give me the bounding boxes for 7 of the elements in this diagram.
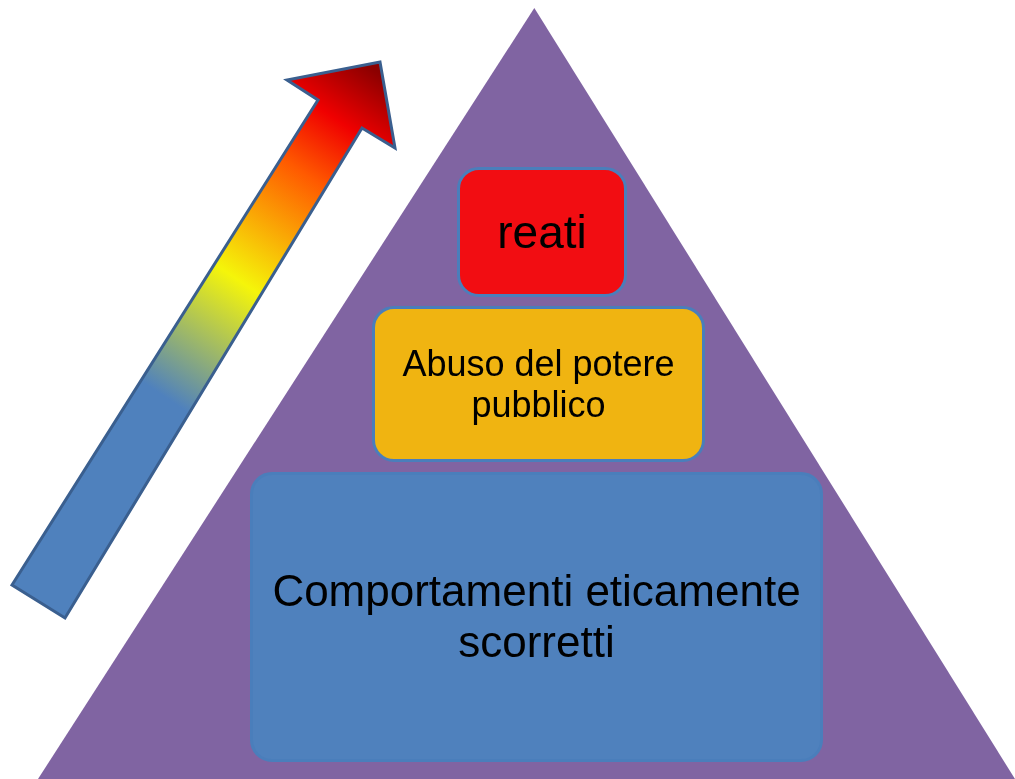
level-box: [372, 306, 705, 462]
pyramid-triangle: [38, 8, 1015, 779]
level-text: Comportamenti eticamente scorretti: [271, 566, 802, 668]
level-box: [250, 472, 823, 762]
level-box: [457, 167, 627, 297]
level-text: reati: [497, 205, 587, 259]
level-text: Abuso del potere pubblico: [401, 342, 676, 426]
